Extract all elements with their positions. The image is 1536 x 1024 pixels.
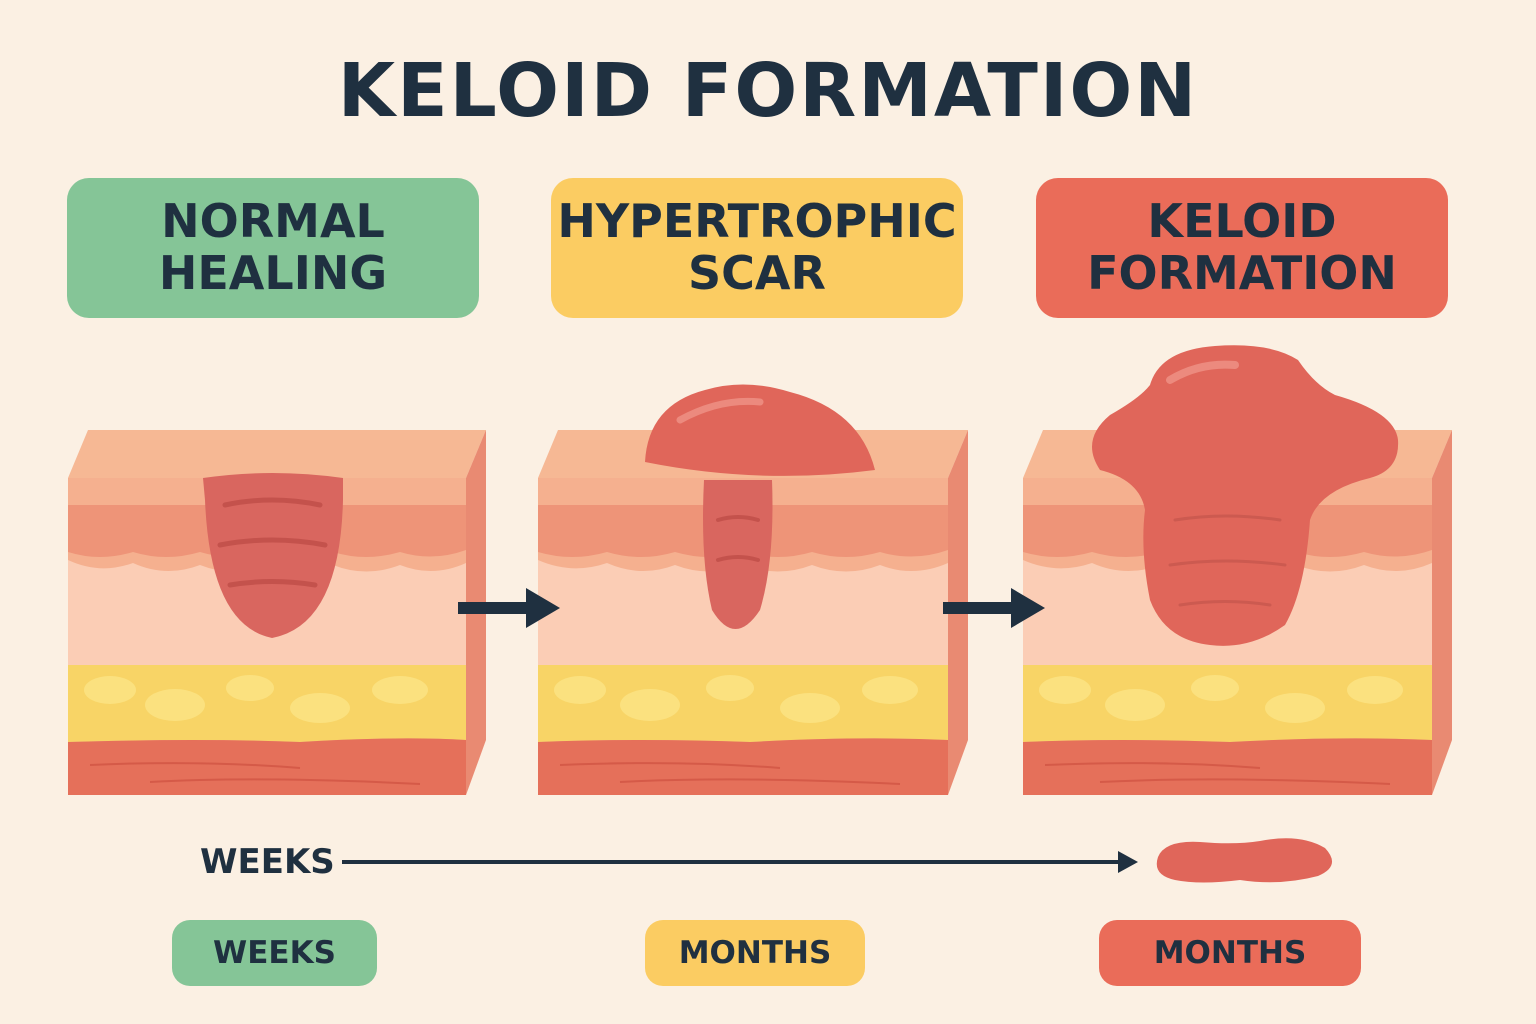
scar-cap <box>645 384 875 476</box>
duration-badge-months: MONTHS <box>1099 920 1361 986</box>
fat-cell <box>226 675 274 701</box>
block-top <box>68 430 486 478</box>
page-title: KELOID FORMATION <box>337 48 1199 134</box>
stage-label-line2: SCAR <box>688 246 826 300</box>
fat-cell <box>554 676 606 704</box>
stage-label-keloid-formation: KELOID FORMATION <box>1036 178 1448 318</box>
muscle-fiber <box>559 762 901 785</box>
stage-label-line1: NORMAL <box>161 194 385 249</box>
keloid-blob-icon <box>1156 838 1333 883</box>
stage-label-hypertrophic-scar: HYPERTROPHIC SCAR <box>551 178 963 318</box>
fat-cell <box>620 689 680 721</box>
skin-block-normal <box>68 430 486 795</box>
keloid-mass <box>1092 345 1399 646</box>
fat-layer <box>1023 665 1432 742</box>
fat-layer <box>538 665 948 742</box>
fat-cell <box>1105 689 1165 721</box>
fat-cell <box>290 693 350 723</box>
scar-tissue <box>203 473 343 638</box>
arrow-right-icon <box>943 588 1045 628</box>
timeline-label: WEEKS <box>200 842 335 882</box>
fat-cell <box>706 675 754 701</box>
fat-cell <box>145 689 205 721</box>
scar-highlight <box>676 397 764 424</box>
stage-label-line1: HYPERTROPHIC <box>557 194 957 249</box>
duration-badge-weeks: WEEKS <box>172 920 377 986</box>
fat-layer <box>68 665 466 742</box>
fat-cell <box>372 676 428 704</box>
duration-badge-months: MONTHS <box>645 920 865 986</box>
skin-block-hypertrophic <box>538 384 968 795</box>
fat-cell <box>862 676 918 704</box>
scar-striation <box>716 515 760 562</box>
fat-cell <box>84 676 136 704</box>
block-side <box>1432 430 1452 795</box>
keloid-highlight <box>1166 360 1239 384</box>
fat-cell <box>1191 675 1239 701</box>
fat-cell <box>1039 676 1091 704</box>
skin-block-keloid <box>1023 345 1452 795</box>
scar-striation <box>217 497 328 588</box>
timeline-arrow <box>342 851 1138 873</box>
fat-cell <box>1347 676 1403 704</box>
arrow-right-icon <box>458 588 560 628</box>
stage-label-line2: HEALING <box>158 246 388 300</box>
keloid-striation <box>1168 514 1287 607</box>
muscle-layer <box>538 738 948 795</box>
stage-label-line1: KELOID <box>1147 194 1337 249</box>
stage-label-line2: FORMATION <box>1087 246 1397 300</box>
fat-cell <box>780 693 840 723</box>
stage-label-normal-healing: NORMAL HEALING <box>67 178 479 318</box>
muscle-fiber <box>89 762 421 785</box>
muscle-fiber <box>1044 762 1391 785</box>
fat-cell <box>1265 693 1325 723</box>
